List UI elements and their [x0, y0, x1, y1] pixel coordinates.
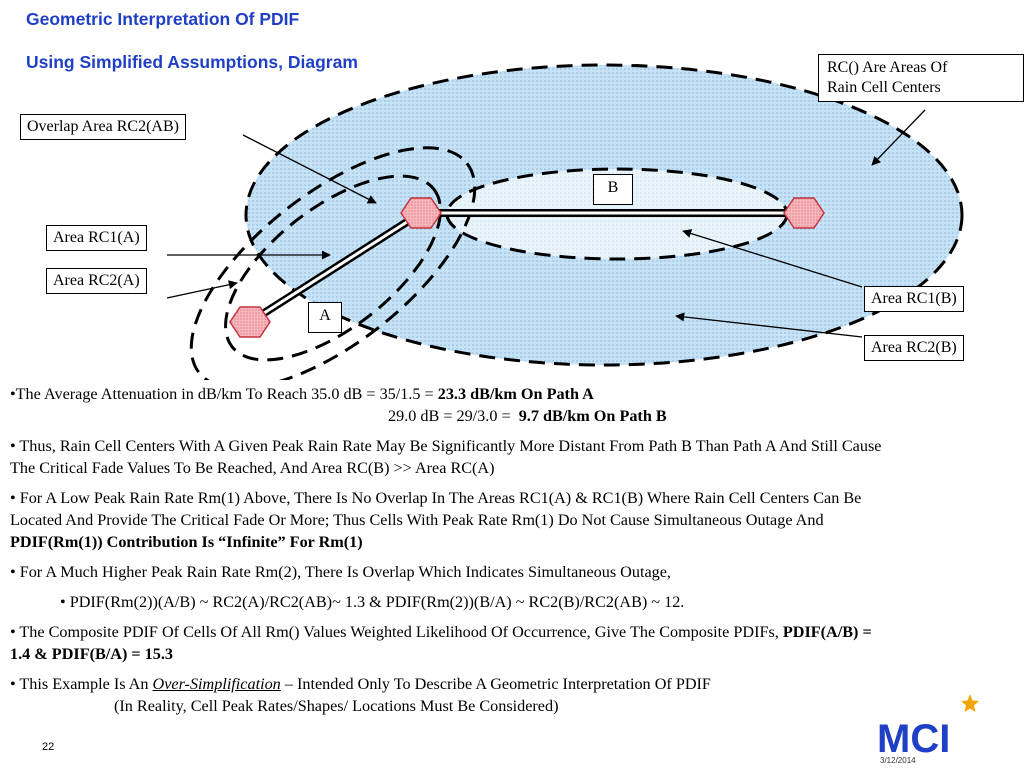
arrow-rc1b	[682, 229, 863, 288]
mci-logo: MCI	[877, 694, 979, 756]
bullet-1-result-b: 9.7 dB/km On Path B	[518, 407, 667, 425]
path-a-label: A	[308, 302, 342, 333]
bullet-5: • The Composite PDIF Of Cells Of All Rm(…	[10, 621, 890, 665]
bullet-3-text: • For A Low Peak Rain Rate Rm(1) Above, …	[10, 489, 862, 529]
bullet-3-bold: PDIF(Rm(1)) Contribution Is “Infinite” F…	[10, 533, 363, 551]
title-line-2: Using Simplified Assumptions, Diagram	[26, 52, 358, 72]
site-hexagon-a-end	[229, 306, 271, 338]
bullet-1-line-2-text: 29.0 dB = 29/3.0 =	[388, 407, 515, 425]
bullet-6-line-2: (In Reality, Cell Peak Rates/Shapes/ Loc…	[114, 697, 559, 715]
title-line-1: Geometric Interpretation Of PDIF	[26, 9, 300, 29]
rc-areas-label-line-1: RC() Are Areas Of	[827, 59, 948, 76]
bullet-3: • For A Low Peak Rain Rate Rm(1) Above, …	[10, 487, 890, 553]
rc-areas-label: RC() Are Areas Of Rain Cell Centers	[818, 54, 1024, 102]
site-hexagon-common	[400, 197, 442, 229]
bullet-1-line-2: 29.0 dB = 29/3.0 = 9.7 dB/km On Path B	[10, 405, 890, 427]
bullet-1: •The Average Attenuation in dB/km To Rea…	[10, 383, 890, 405]
bullet-1-text: •The Average Attenuation in dB/km To Rea…	[10, 385, 438, 403]
path-a-link	[247, 209, 424, 326]
bullet-5-text: • The Composite PDIF Of Cells Of All Rm(…	[10, 623, 783, 641]
bullet-6-text: • This Example Is An	[10, 675, 153, 693]
bullet-4: • For A Much Higher Peak Rain Rate Rm(2)…	[10, 563, 671, 581]
area-rc2b-label: Area RC2(B)	[864, 335, 964, 361]
overlap-area-label: Overlap Area RC2(AB)	[20, 114, 186, 140]
site-hexagon-b-end	[783, 197, 825, 229]
bullet-2: • Thus, Rain Cell Centers With A Given P…	[10, 437, 882, 477]
slide-date: 3/12/2014	[880, 756, 916, 765]
arrow-rc2b	[675, 312, 863, 338]
pdif-geometry-diagram	[166, 63, 964, 380]
area-rc2a-label: Area RC2(A)	[46, 268, 147, 294]
area-rc2a-ellipse	[189, 146, 477, 380]
logo-text: MCI	[877, 717, 950, 756]
area-rc1a-label: Area RC1(A)	[46, 225, 147, 251]
slide-number: 22	[42, 741, 55, 753]
arrow-rc2a	[166, 280, 238, 299]
bullet-1-result-a: 23.3 dB/km On Path A	[437, 385, 594, 403]
bullet-5-bold: PDIF(A/B) = 1.4 & PDIF(B/A) = 15.3	[10, 623, 872, 663]
rc-areas-label-line-2: Rain Cell Centers	[827, 79, 941, 96]
bullet-6-emphasis: Over-Simplification	[152, 675, 281, 693]
bullet-list: •The Average Attenuation in dB/km To Rea…	[10, 383, 890, 725]
logo-star-icon	[961, 694, 979, 712]
bullet-6-text-post: – Intended Only To Describe A Geometric …	[280, 675, 711, 693]
path-b-label: B	[593, 174, 633, 205]
area-rc1a-ellipse	[224, 174, 442, 362]
arrow-rc-centers	[871, 109, 926, 166]
area-rc1b-label: Area RC1(B)	[864, 286, 964, 312]
bullet-4-sub: • PDIF(Rm(2))(A/B) ~ RC2(A)/RC2(AB)~ 1.3…	[60, 593, 685, 611]
bullet-6: • This Example Is An Over-Simplification…	[10, 673, 890, 695]
arrow-overlap	[242, 134, 377, 204]
